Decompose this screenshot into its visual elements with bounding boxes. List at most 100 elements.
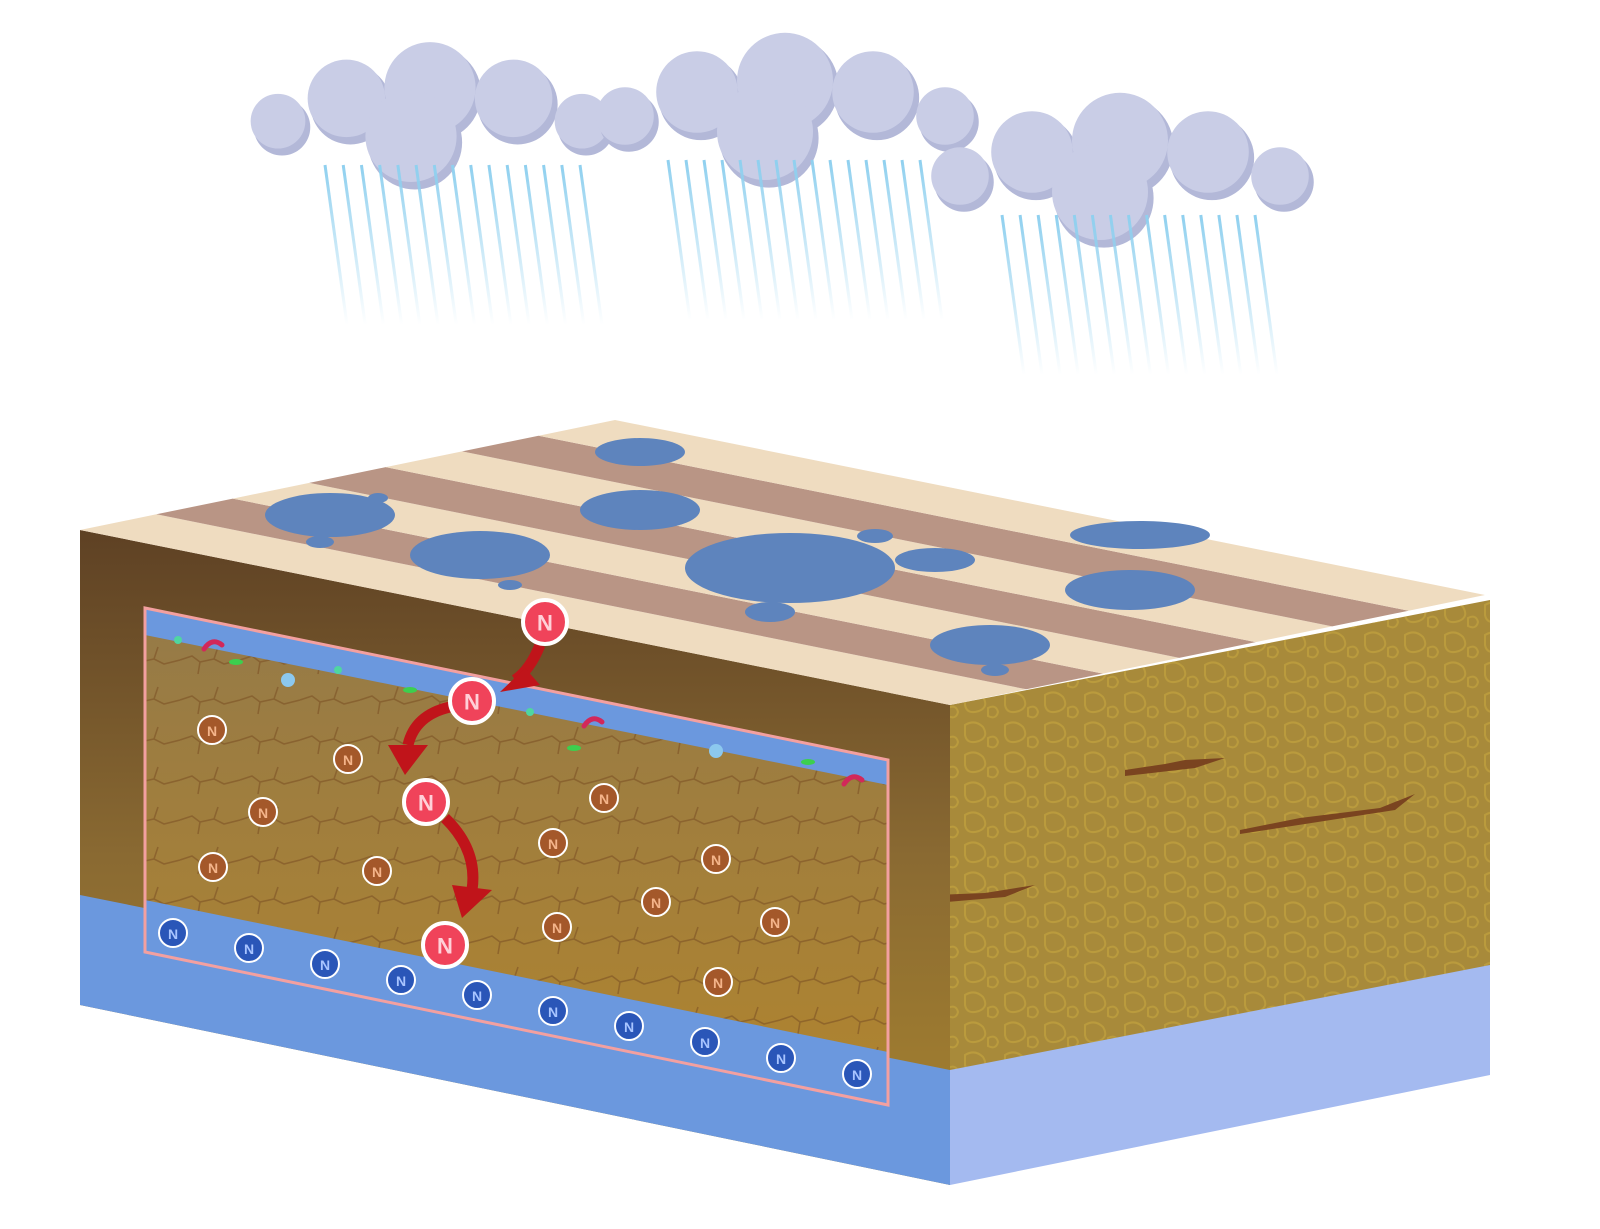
raindrop-streak: [1090, 214, 1116, 376]
rainfall: [323, 159, 1279, 376]
raindrop-streak: [666, 159, 692, 321]
leaching-nitrogen-marker: N: [421, 921, 469, 969]
raindrop-streak: [1018, 214, 1044, 376]
raindrop-streak: [1127, 214, 1152, 376]
puddle: [981, 664, 1009, 676]
surface-puddles: [265, 438, 1210, 676]
puddle: [745, 602, 795, 622]
raindrop-streak: [882, 159, 908, 321]
arrowhead-icon: [500, 668, 540, 692]
puddle: [265, 493, 395, 537]
groundwater-side: [950, 965, 1490, 1185]
soil-fissures: [935, 758, 1415, 903]
raindrop-streak: [900, 159, 926, 321]
arrow-heads: [388, 668, 540, 918]
fungus-icon: [281, 673, 295, 687]
raindrop-streak: [792, 159, 818, 321]
nitrogen-label: N: [776, 1051, 786, 1067]
soil-nitrogen-marker: N: [248, 797, 278, 827]
nitrogen-label: N: [418, 791, 434, 816]
groundwater-nitrogen-marker: N: [842, 1059, 872, 1089]
raindrop-streak: [414, 164, 440, 326]
nitrogen-label: N: [651, 895, 661, 911]
soil-nitrogen-marker: N: [538, 828, 568, 858]
raindrop-streak: [684, 159, 710, 321]
puddle: [857, 529, 893, 543]
bacteria-icon: [567, 745, 581, 751]
nitrogen-label: N: [208, 860, 218, 876]
groundwater-nitrogen-marker: N: [766, 1043, 796, 1073]
raindrop-streak: [523, 164, 549, 326]
raindrop-streak: [341, 164, 367, 326]
groundwater-nitrogen-marker: N: [538, 996, 568, 1026]
nitrogen-label: N: [537, 611, 553, 636]
raindrop-streak: [864, 159, 890, 321]
puddle: [930, 625, 1050, 665]
raindrop-streak: [323, 164, 349, 326]
raindrop-streak: [1108, 214, 1134, 376]
nitrogen-label: N: [713, 975, 723, 991]
nitrogen-label: N: [770, 915, 780, 931]
nitrogen-label: N: [552, 920, 562, 936]
raindrop-streak: [487, 164, 513, 326]
puddle: [1065, 570, 1195, 610]
cloud-icon: [931, 92, 1314, 248]
nitrogen-label: N: [168, 926, 178, 942]
soil-nitrogen-marker: N: [542, 912, 572, 942]
puddle: [580, 490, 700, 530]
nitrogen-label: N: [244, 941, 254, 957]
fungus-icon: [709, 744, 723, 758]
panel-border: [143, 606, 890, 1107]
puddle: [595, 438, 685, 466]
raindrop-streak: [1199, 214, 1225, 376]
cloud-icon: [250, 42, 615, 190]
raindrop-streak: [1054, 214, 1080, 376]
rain-clouds: [250, 32, 1314, 248]
microbe-icon: [174, 636, 182, 644]
soil-nitrogen-marker: N: [589, 783, 619, 813]
raindrop-streak: [1163, 214, 1189, 376]
nitrogen-label: N: [396, 973, 406, 989]
raindrop-streak: [1145, 214, 1171, 376]
nitrogen-label: N: [464, 690, 480, 715]
raindrop-streak: [378, 164, 404, 326]
nitrogen-label: N: [472, 988, 482, 1004]
surface-water-strip: [145, 608, 888, 785]
raindrop-streak: [505, 164, 531, 326]
nitrogen-label: N: [258, 805, 268, 821]
raindrop-streak: [578, 164, 604, 326]
nitrogen-label: N: [320, 957, 330, 973]
raindrop-streak: [774, 159, 800, 321]
soil-nitrogen-marker: N: [760, 907, 790, 937]
raindrop-streak: [542, 164, 568, 326]
puddle: [895, 548, 975, 572]
raindrop-streak: [1253, 214, 1279, 376]
microbe-icon: [334, 666, 342, 674]
arrow-3: [441, 814, 479, 891]
raindrop-streak: [451, 164, 476, 326]
groundwater-nitrogen-marker: N: [386, 965, 416, 995]
nitrogen-label: N: [700, 1035, 710, 1051]
raindrop-streak: [1036, 214, 1062, 376]
raindrop-streak: [469, 164, 495, 326]
raindrop-streak: [846, 159, 872, 321]
furrow-band: [156, 498, 1103, 690]
arrow-2: [402, 701, 452, 747]
raindrop-streak: [1217, 214, 1243, 376]
worm-icon: [581, 716, 605, 729]
puddle: [410, 531, 550, 579]
nitrogen-label: N: [207, 723, 217, 739]
raindrop-streak: [828, 159, 854, 321]
soil-nitrogen-marker: N: [701, 844, 731, 874]
ridge-band: [538, 420, 1485, 611]
nitrogen-label: N: [372, 864, 382, 880]
soil-microbes: [174, 636, 865, 787]
bacteria-icon: [229, 659, 243, 665]
groundwater-nitrogen-marker: N: [690, 1027, 720, 1057]
raindrop-streak: [560, 164, 586, 326]
nitrogen-label: N: [624, 1019, 634, 1035]
soil-nitrogen-marker: N: [198, 852, 228, 882]
